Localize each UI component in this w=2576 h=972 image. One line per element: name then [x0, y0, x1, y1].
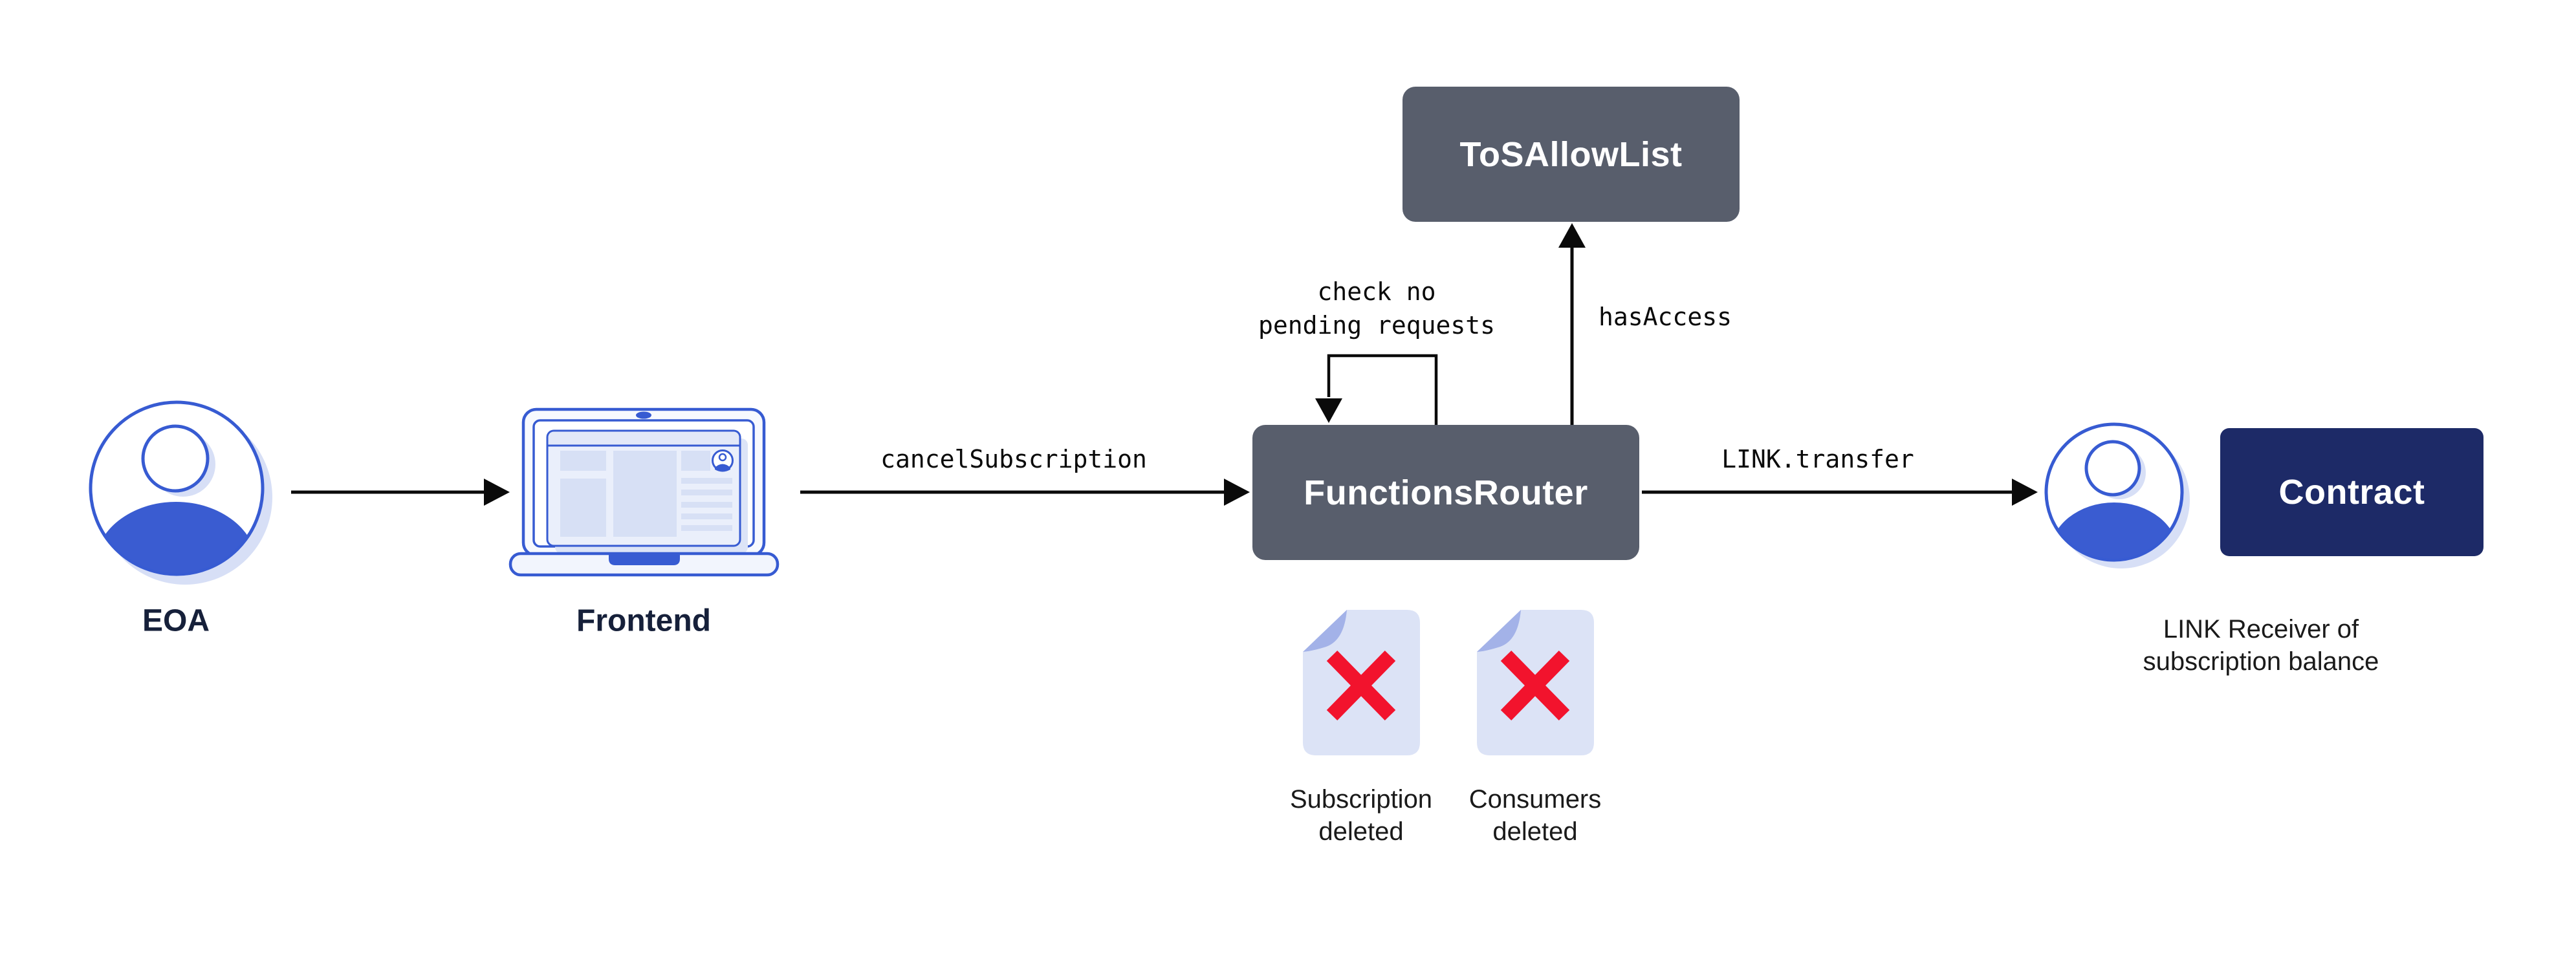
arrow-frontend-to-router — [800, 479, 1250, 506]
edge-label-check-pending: check no pending requests — [1258, 275, 1495, 342]
node-contract-label: Contract — [2278, 473, 2425, 512]
edge-label-check-pending-line2: pending requests — [1258, 311, 1496, 340]
browser-user-avatar-icon — [712, 449, 734, 472]
edge-label-cancel-subscription: cancelSubscription — [880, 445, 1147, 473]
arrow-eoa-to-frontend — [291, 479, 510, 506]
subscription-deleted-caption-line1: Subscription — [1289, 785, 1433, 814]
receiver-user-avatar-icon — [2044, 422, 2190, 568]
eoa-label: EOA — [142, 603, 210, 638]
consumers-deleted-caption-line2: deleted — [1492, 817, 1578, 846]
consumers-deleted-caption-line1: Consumers — [1468, 785, 1602, 814]
node-functions-router: FunctionsRouter — [1252, 425, 1639, 560]
frontend-laptop-icon — [508, 407, 780, 577]
link-receiver-caption-line1: LINK Receiver of — [2163, 615, 2359, 643]
edge-label-check-pending-line1: check no — [1317, 277, 1436, 306]
subscription-deleted-document-icon — [1303, 610, 1420, 755]
node-functions-router-label: FunctionsRouter — [1304, 473, 1588, 512]
consumers-deleted-document-icon — [1477, 610, 1594, 755]
link-receiver-caption: LINK Receiver of subscription balance — [2143, 613, 2379, 678]
subscription-deleted-caption: Subscription deleted — [1290, 783, 1432, 848]
frontend-label: Frontend — [576, 603, 711, 638]
subscription-deleted-caption-line2: deleted — [1318, 817, 1404, 846]
link-receiver-caption-line2: subscription balance — [2143, 647, 2379, 676]
arrow-router-to-tos — [1558, 223, 1586, 425]
eoa-user-avatar-icon — [89, 400, 272, 585]
consumers-deleted-caption: Consumers deleted — [1469, 783, 1602, 848]
edge-label-has-access: hasAccess — [1599, 303, 1732, 331]
node-contract: Contract — [2220, 428, 2483, 556]
node-tos-allowlist-label: ToSAllowList — [1459, 135, 1683, 174]
node-tos-allowlist: ToSAllowList — [1403, 87, 1740, 222]
arrow-router-to-receiver — [1642, 479, 2038, 506]
arrow-router-self-loop — [1315, 354, 1438, 425]
edge-label-link-transfer: LINK.transfer — [1721, 445, 1914, 473]
